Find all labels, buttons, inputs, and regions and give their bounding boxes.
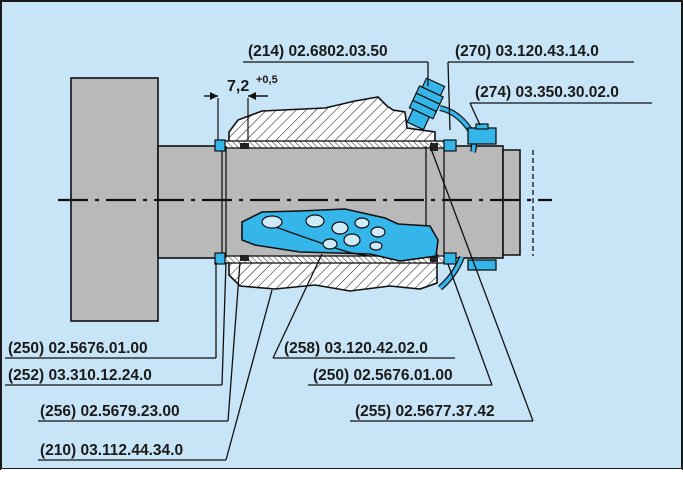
label-214: (214) 02.6802.03.50 (248, 43, 388, 60)
ring-left-top (240, 143, 249, 149)
bushing-band-top (217, 140, 449, 149)
pin-hole (305, 214, 325, 228)
ring-right-top (430, 143, 438, 151)
pin-hole (261, 215, 283, 229)
seal-right-bottom (443, 252, 457, 265)
pin-hole (331, 221, 349, 235)
clamp-top (467, 127, 497, 145)
pin-hole (369, 241, 383, 251)
pin-hole (343, 233, 361, 247)
seal-right-top (443, 139, 457, 152)
housing-lower (228, 257, 438, 292)
shaft-end (502, 149, 521, 256)
label-270: (270) 03.120.43.14.0 (455, 43, 599, 60)
pin-hole (322, 238, 338, 250)
label-252: (252) 03.310.12.24.0 (8, 367, 152, 384)
label-250-right: (250) 02.5676.01.00 (313, 367, 453, 384)
housing-upper (228, 96, 436, 147)
label-258: (258) 03.120.42.02.0 (284, 340, 428, 357)
label-210: (210) 03.112.44.34.0 (40, 442, 183, 459)
pin-hole (370, 226, 386, 238)
ring-right-bottom (430, 254, 438, 262)
dimension-value: 7,2 (227, 78, 249, 95)
seal-left-top (214, 139, 226, 152)
bottom-strip (1, 469, 682, 495)
clamp-bottom (467, 259, 497, 271)
seal-left-bottom (214, 252, 226, 265)
label-255: (255) 02.5677.37.42 (355, 403, 495, 420)
ring-left-bottom (240, 255, 249, 261)
label-250-left: (250) 02.5676.01.00 (8, 340, 148, 357)
label-256: (256) 02.5679.23.00 (40, 403, 180, 420)
pin-258 (241, 208, 439, 262)
label-274: (274) 03.350.30.02.0 (475, 84, 619, 101)
dimension-tolerance: +0,5 (256, 74, 278, 86)
pin-hole (354, 217, 370, 229)
